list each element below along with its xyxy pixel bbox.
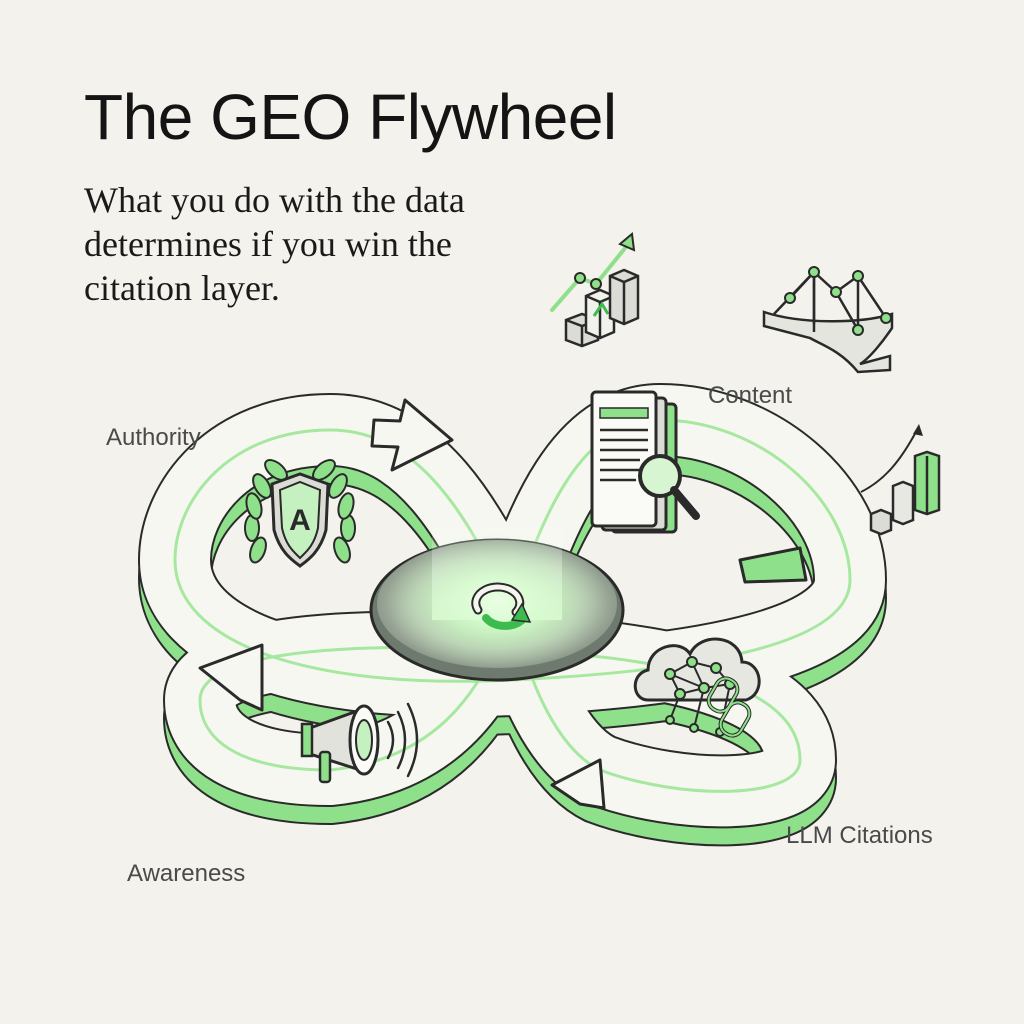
stage-label-awareness: Awareness [127,860,246,887]
network-bridge-icon [762,266,894,374]
growth-chart-icon [550,232,640,348]
megaphone-icon [300,702,419,784]
document-search-icon [590,390,700,534]
laurel-shield-icon: A [244,459,356,568]
stage-label-authority: Authority [106,424,201,451]
page-title: The GEO Flywheel [84,81,617,153]
stage-label-content: Content [708,382,793,409]
shield-letter: A [289,504,311,537]
flow-arrows [198,398,808,810]
center-hub [369,520,625,682]
bar-growth-icon [860,424,941,536]
cloud-network-icon [633,637,761,738]
cycle-icon [471,582,532,630]
stage-label-llm-citations: LLM Citations [786,822,933,849]
page-subtitle: What you do with the data determines if … [84,180,465,308]
